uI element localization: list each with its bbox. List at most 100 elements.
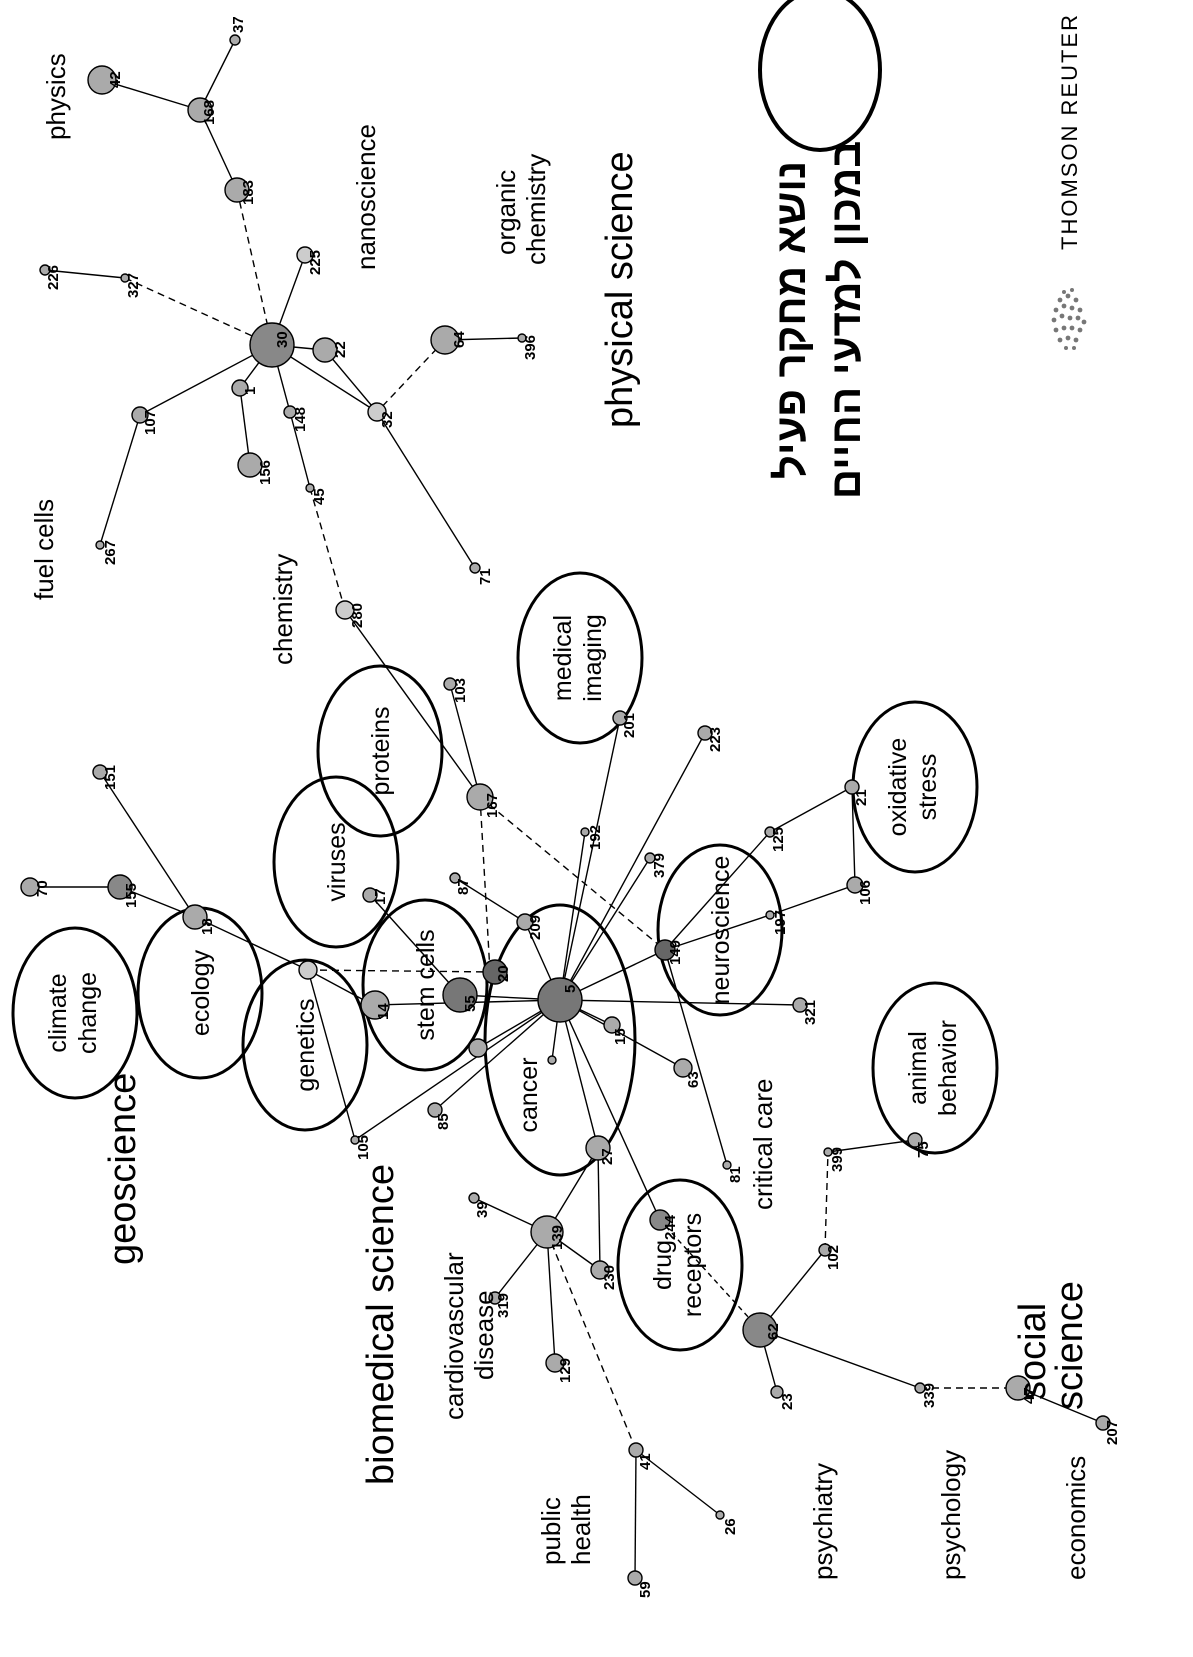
node-label: 192 [587,825,604,850]
node-circle [335,600,355,620]
node-labels: 37 42 168 183 226 327 225 30 22 64 396 1… [34,16,1121,1598]
logo-dot-sphere [1051,288,1087,350]
node-label: 102 [825,1245,842,1270]
node-circle [362,887,378,903]
node-label: 225 [307,250,324,275]
node-label: 71 [477,568,494,585]
field-public-line1: public [536,1497,566,1565]
node-label: 103 [452,678,469,703]
node-label: 87 [455,878,472,895]
node-label: 62 [765,1323,782,1340]
topic-climate-line2: change [74,972,102,1054]
node-label: 17 [372,888,389,905]
node-label: 125 [770,827,787,852]
node-circle [224,177,250,203]
topic-drug-line2: receptors [679,1213,707,1317]
node-circle [95,540,105,550]
node-circle [649,1209,671,1231]
node-circle [823,1147,833,1157]
node-circle [844,779,860,795]
node-label: 201 [621,713,638,738]
node-circle [530,1215,564,1249]
field-physics: physics [41,53,71,140]
node-label: 75 [915,1141,932,1158]
field-cardio-line1: cardiovascular [439,1252,469,1420]
topic-ellipse-proteins [316,664,444,838]
region-physical-science: physical science [599,151,641,428]
node-label: 267 [102,540,119,565]
node-circle [517,333,527,343]
node-circle [612,710,628,726]
node-circle [39,264,51,276]
node-circle [818,1243,832,1257]
node-label: 207 [1104,1420,1121,1445]
node-circle [603,1016,621,1034]
node-circle [547,1055,557,1065]
node-label: 105 [355,1135,372,1160]
field-chemistry: chemistry [268,554,298,665]
topic-oxidative-line2: stress [914,754,942,821]
topic-ecology: ecology [187,949,215,1036]
topic-animal-line2: behavior [934,1020,962,1116]
node-circle [673,1058,693,1078]
node-label: 32 [379,411,396,428]
node-label: 129 [557,1358,574,1383]
node-circle [627,1570,643,1586]
node-circle [468,1192,480,1204]
node-label: 230 [601,1265,618,1290]
node-label: 148 [292,407,309,432]
node-circle [87,65,117,95]
topic-genetics: genetics [292,998,320,1091]
node-circle [715,1510,725,1520]
topic-ellipse-medical-imaging [516,571,644,745]
node-label: 1 [242,387,259,395]
node-circle [427,1102,443,1118]
topic-imaging-line2: imaging [579,614,607,702]
node-circle [697,725,713,741]
legend-line1: נושא מחקר פעיל [767,161,814,479]
node-label: 42 [107,71,124,88]
node-label: 155 [123,883,140,908]
node-label: 14 [375,1003,392,1020]
topic-ellipse-viruses [272,775,400,949]
node-label: 47 [1021,1387,1038,1404]
node-circle [644,852,656,864]
node-label: 85 [435,1113,452,1130]
edges [30,39,1104,1579]
topic-proteins: proteins [367,707,395,796]
topic-stem-cells: stem cells [412,929,440,1040]
node-circle [305,483,315,493]
region-geoscience: geoscience [102,1073,144,1265]
legend-ellipse [758,0,882,152]
node-circle [488,1291,502,1305]
field-nanoscience: nanoscience [351,124,381,270]
field-labels: physics nanoscience organic chemistry fu… [29,53,1091,1580]
topic-cancer: cancer [515,1057,543,1132]
topic-ellipse-neuroscience [656,843,784,1017]
node-label: 280 [349,603,366,628]
node-label: 107 [142,410,159,435]
topic-drug-line1: drug [649,1240,677,1290]
node-label: 21 [853,789,870,806]
node-circle [580,827,590,837]
topic-imaging-line1: medical [549,615,577,701]
node-circle [765,910,775,920]
region-social-line2: science [1049,1281,1091,1410]
node-circle [654,939,676,961]
node-label: 321 [802,1000,819,1025]
node-circle [469,562,481,574]
node-circle [628,1442,644,1458]
node-circle [468,1038,488,1058]
node-circle [516,913,534,931]
brand-name: THOMSON REUTER [1057,13,1082,250]
topic-ellipse-genetics [241,958,369,1132]
node-circle [283,405,297,419]
field-psychology: psychology [936,1450,966,1580]
node-circle [229,34,241,46]
node-circle [182,904,208,930]
node-circle [298,960,318,980]
field-critical-care: critical care [748,1079,778,1210]
node-label: 55 [462,995,479,1012]
node-label: 197 [772,910,789,935]
